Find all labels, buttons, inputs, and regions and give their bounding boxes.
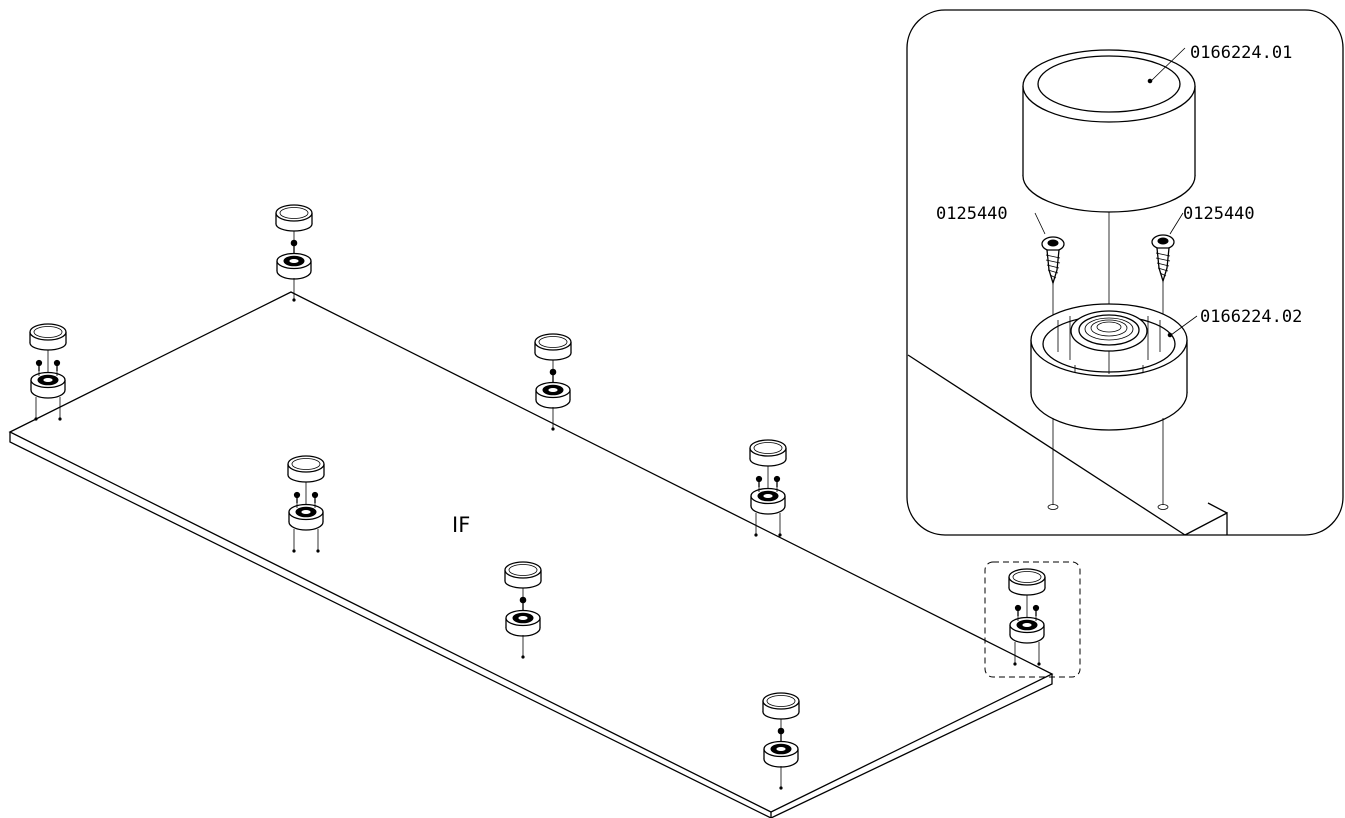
panel-label: IF bbox=[452, 513, 470, 537]
callout-screw-right: 0125440 bbox=[1183, 204, 1255, 224]
screw-right bbox=[1151, 234, 1175, 358]
callout-base: 0166224.02 bbox=[1200, 307, 1302, 327]
callout-cap: 0166224.01 bbox=[1190, 43, 1292, 63]
foot-assembly bbox=[1008, 568, 1046, 666]
detail-inset: 0166224.01 0125440 0125440 0166224.02 bbox=[906, 9, 1344, 536]
foot-assembly bbox=[762, 692, 800, 790]
detail-marker bbox=[984, 561, 1081, 678]
foot-assembly bbox=[275, 204, 313, 302]
foot-assembly bbox=[287, 455, 325, 553]
callout-screw-left: 0125440 bbox=[936, 204, 1008, 224]
table-panel bbox=[8, 291, 1054, 818]
foot-assembly bbox=[749, 439, 787, 537]
foot-assembly bbox=[29, 323, 67, 421]
cap-part bbox=[1022, 49, 1196, 213]
base-part bbox=[1030, 303, 1188, 431]
foot-assembly bbox=[534, 333, 572, 431]
foot-assembly bbox=[504, 561, 542, 659]
